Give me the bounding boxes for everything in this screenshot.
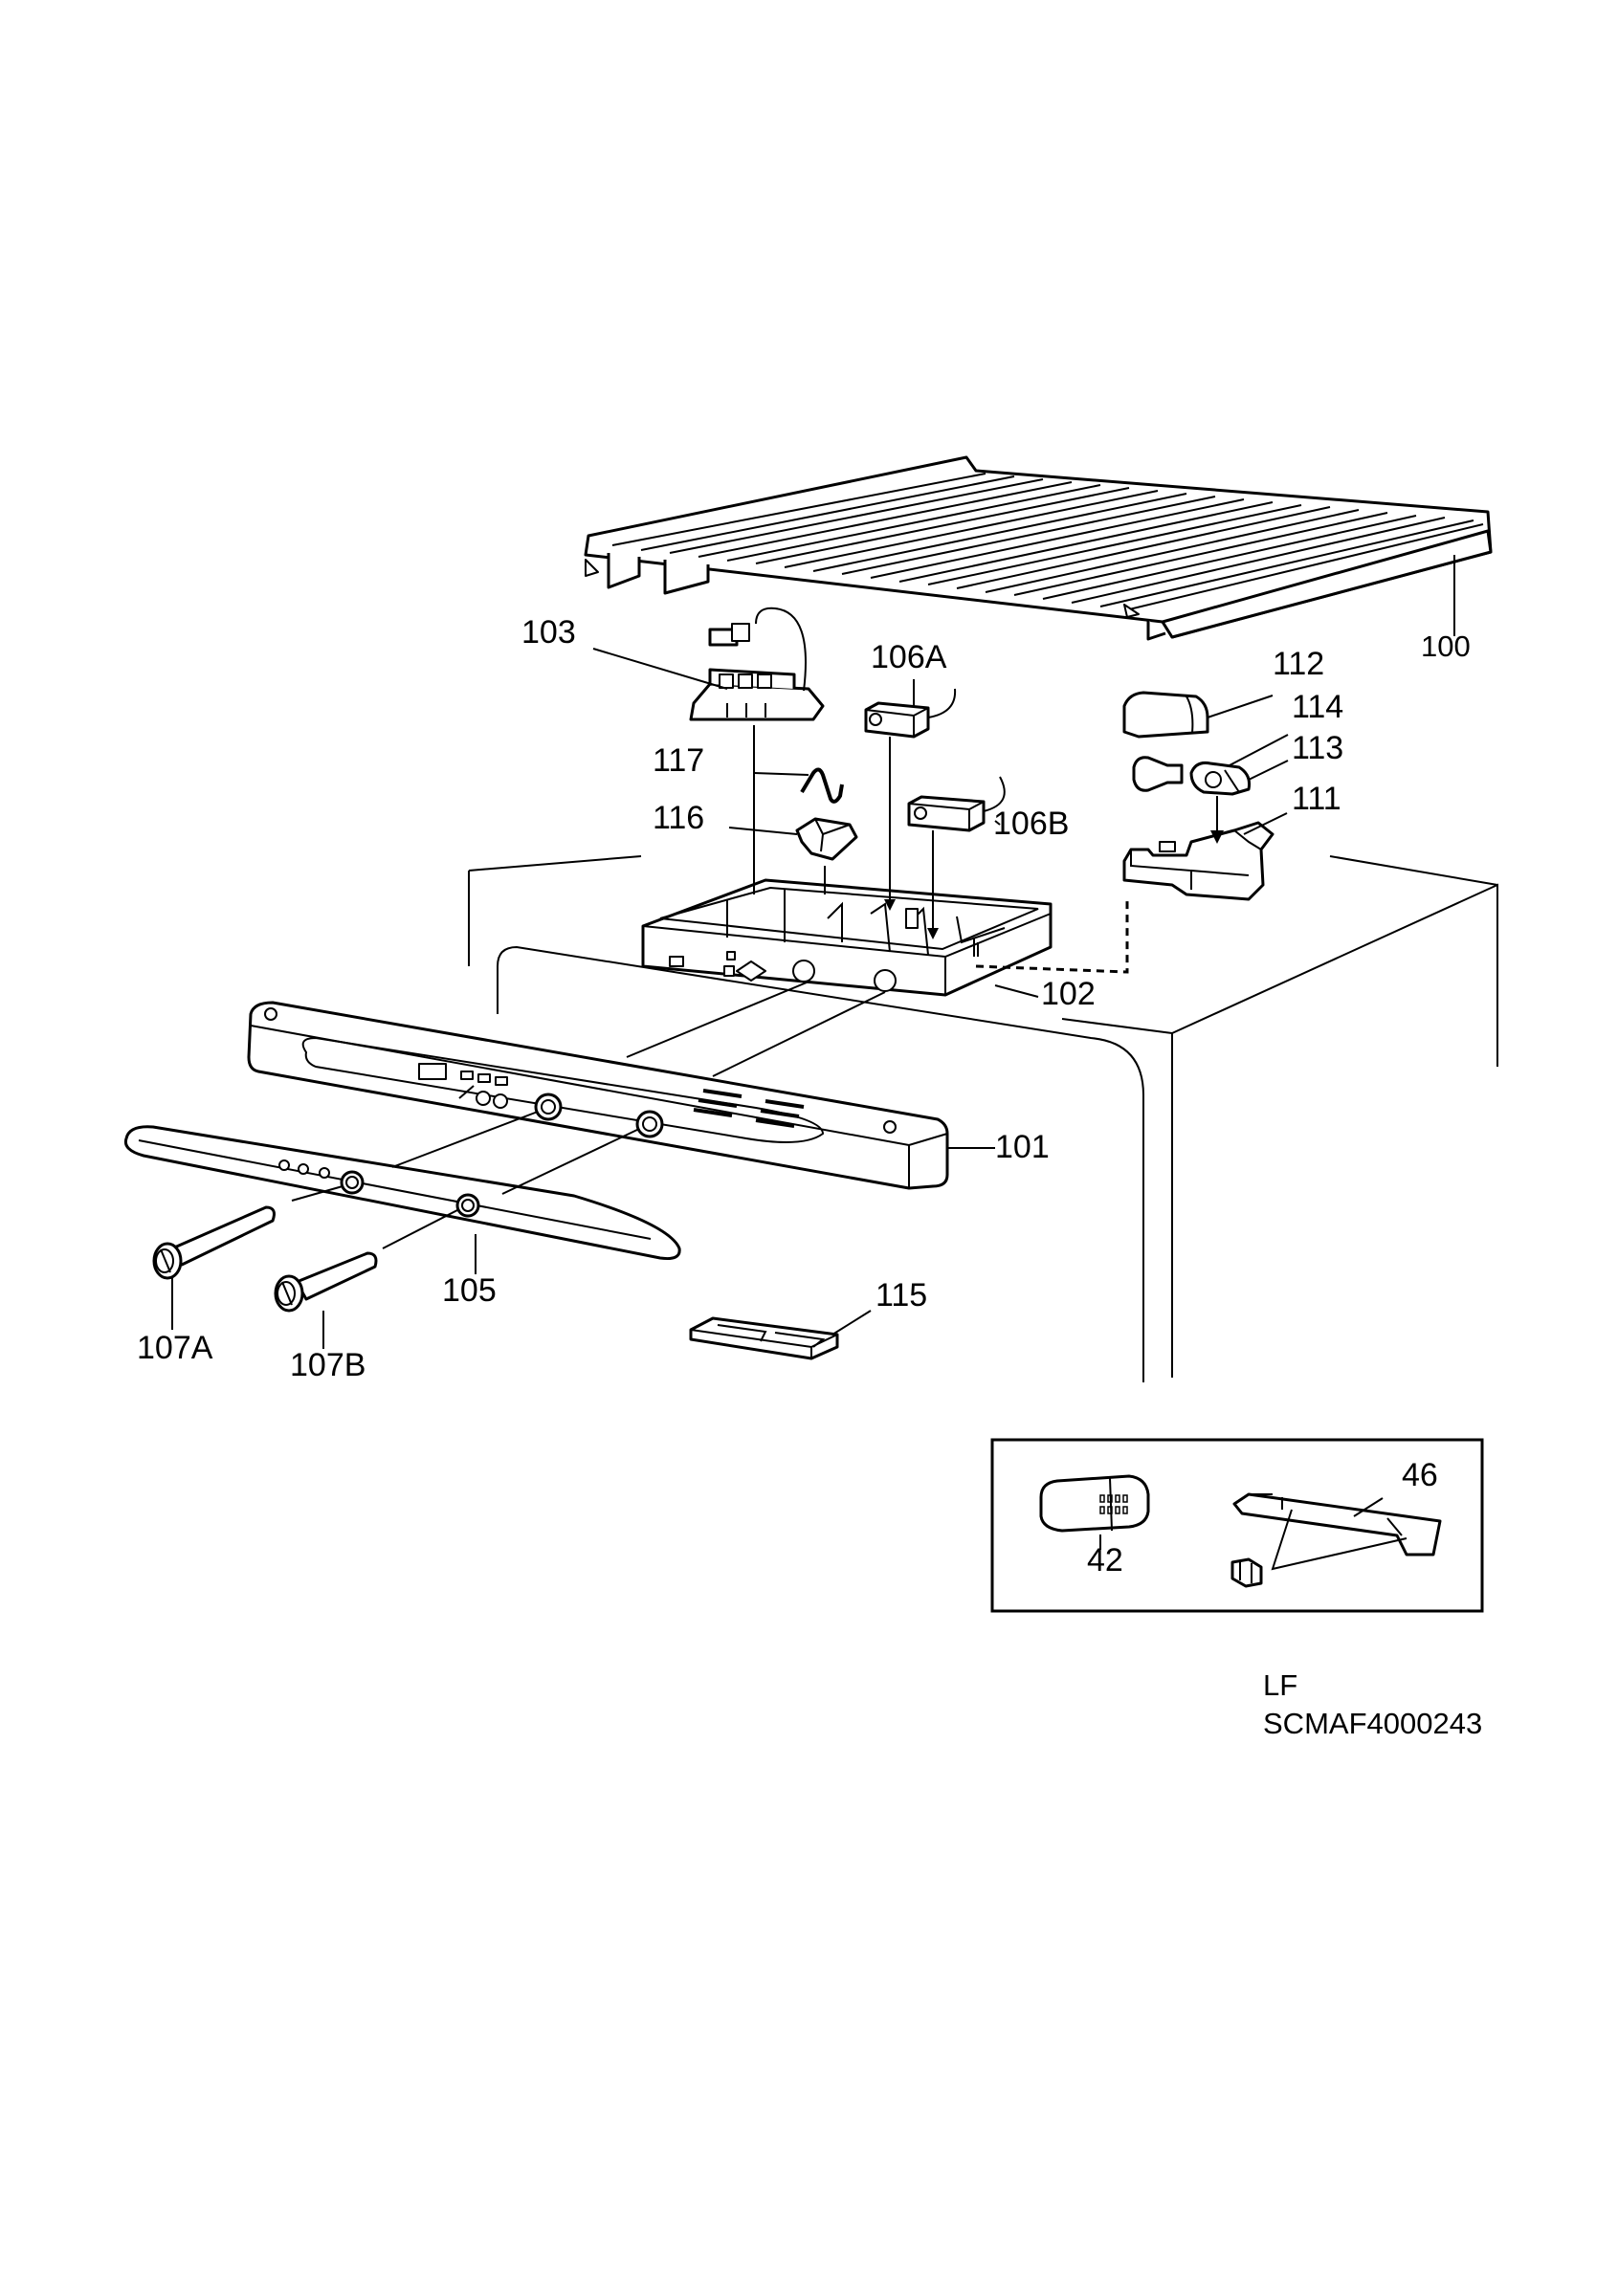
part-106A-switch xyxy=(864,688,957,739)
part-111-lamp-holder xyxy=(1122,821,1274,901)
callout-leaders xyxy=(171,574,1455,1349)
part-46-bracket xyxy=(1230,1492,1442,1588)
part-113-114-lamp xyxy=(1132,756,1251,796)
part-42-cover xyxy=(1039,1474,1150,1550)
part-106B-switch xyxy=(907,776,1006,832)
part-115-tray xyxy=(689,1316,839,1360)
cabinet-outline xyxy=(468,855,1498,1382)
assembly-arrow xyxy=(1210,796,1224,844)
callout-107B: 107B xyxy=(290,1347,366,1383)
part-117-clip xyxy=(800,767,844,804)
callout-46: 46 xyxy=(1402,1457,1438,1493)
part-107A-shaft xyxy=(152,1205,276,1280)
callout-106A: 106A xyxy=(871,639,947,675)
callout-114: 114 xyxy=(1292,689,1343,725)
callout-103: 103 xyxy=(521,614,576,651)
part-101-control-panel xyxy=(247,1001,949,1190)
footer: LF SCMAF4000243 xyxy=(1263,1668,1482,1740)
callout-116: 116 xyxy=(653,800,704,836)
part-103-module xyxy=(689,607,825,721)
callout-106B: 106B xyxy=(993,806,1069,842)
assembly-lines xyxy=(291,725,1129,1249)
part-107B-shaft xyxy=(274,1251,378,1313)
callout-112: 112 xyxy=(1273,646,1324,682)
callout-101: 101 xyxy=(995,1129,1050,1165)
part-102-housing xyxy=(641,878,1053,997)
part-112-lamp-cover xyxy=(1122,691,1209,739)
footer-model: LF xyxy=(1263,1668,1297,1702)
callout-42: 42 xyxy=(1087,1542,1123,1578)
part-116-bracket xyxy=(795,817,858,861)
part-100-shelf xyxy=(584,455,1493,641)
callout-115: 115 xyxy=(875,1277,927,1314)
callout-102: 102 xyxy=(1041,976,1096,1012)
callout-111: 111 xyxy=(1292,781,1341,817)
footer-code: SCMAF4000243 xyxy=(1263,1707,1482,1740)
callout-116-alt: 117 xyxy=(653,742,704,779)
callout-100: 100 xyxy=(1421,629,1471,663)
callout-113: 113 xyxy=(1292,730,1343,766)
callout-105: 105 xyxy=(442,1272,497,1309)
callout-labels: 100 101 102 103 105 106A 106B 107A 107B … xyxy=(137,614,1471,1383)
inset-box: 42 46 xyxy=(990,1438,1484,1613)
part-105-trim-strip xyxy=(123,1125,681,1260)
callout-107A: 107A xyxy=(137,1330,213,1366)
